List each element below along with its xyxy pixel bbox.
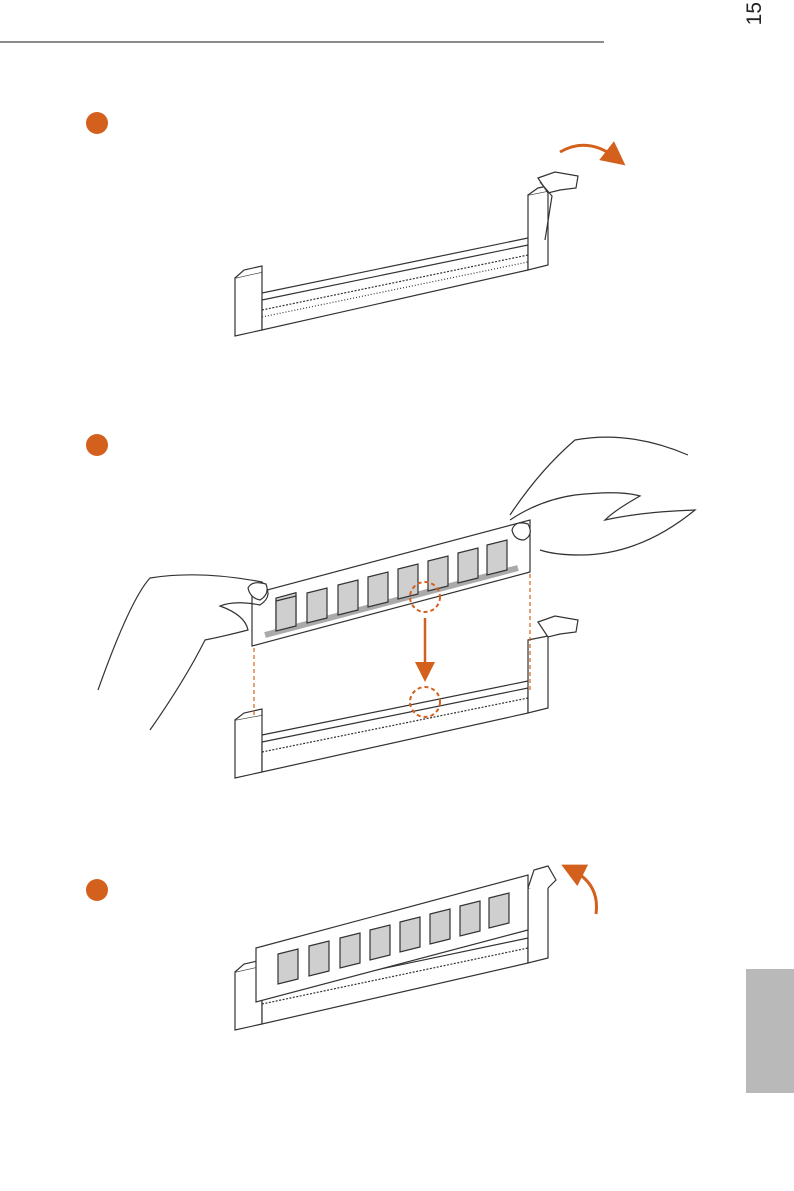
dimm-module-insertion-icon [98, 437, 695, 778]
dimm-latch-close-icon [235, 866, 597, 1030]
dimm-slot-latch-open-icon [235, 145, 616, 336]
